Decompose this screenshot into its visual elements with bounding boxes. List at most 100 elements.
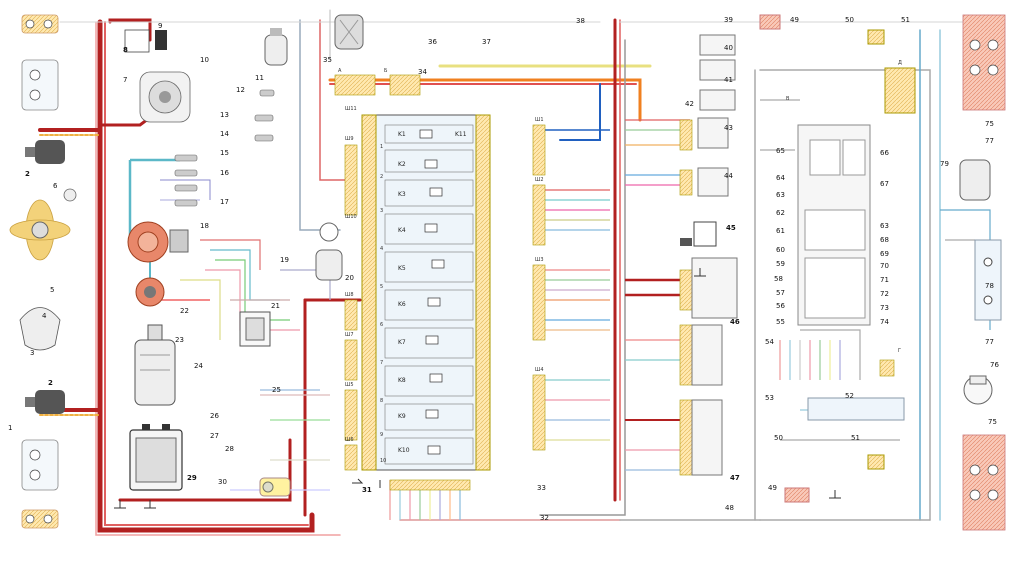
relay-k10: K10	[398, 447, 410, 454]
conn-sh11: Ш11	[345, 106, 357, 112]
label-19: 19	[280, 256, 289, 264]
label-8: 8	[123, 46, 128, 54]
fuse-pin: 2	[380, 174, 383, 180]
relay-k9: K9	[398, 413, 406, 420]
battery	[129, 424, 183, 491]
instrument-cluster	[797, 124, 871, 326]
relay-k8: K8	[398, 377, 406, 384]
component-numbers: 1 2 2 3 4 5 6 7 8 9 10 11 12 13 14 15 16…	[8, 16, 999, 522]
label-25: 25	[272, 386, 281, 394]
label-23: 23	[175, 336, 184, 344]
conn-sh4: Ш4	[535, 367, 544, 373]
fuse-relay-block: K1 K2 K3 K4 K5 K6 K7 K8 K9 K10 K11 1 2 3…	[334, 74, 491, 491]
relay-k7: K7	[398, 339, 406, 346]
label-37: 37	[482, 38, 491, 46]
label-76: 76	[990, 361, 999, 369]
label-2b: 2	[48, 379, 53, 387]
horn-relay-top	[25, 140, 77, 202]
conn-sh5: Ш5	[345, 382, 354, 388]
fuse-pin: 1	[380, 144, 383, 150]
label-74: 74	[880, 318, 889, 326]
label-10: 10	[200, 56, 209, 64]
fuse-pin: 9	[380, 432, 383, 438]
label-38: 38	[576, 17, 585, 25]
label-7: 7	[123, 76, 127, 84]
label-46: 46	[730, 318, 740, 326]
relay-k3: K3	[398, 191, 406, 198]
label-40: 40	[724, 44, 733, 52]
label-32: 32	[540, 514, 549, 522]
label-60: 60	[776, 246, 785, 254]
ground-symbols	[114, 268, 841, 509]
fuse-pin: 5	[380, 284, 383, 290]
relay-k11: K11	[455, 131, 467, 138]
fuse-pin: 3	[380, 208, 383, 214]
label-66: 66	[880, 149, 889, 157]
label-48: 48	[725, 504, 734, 512]
label-14: 14	[220, 130, 229, 138]
conn-sh7: Ш7	[345, 332, 354, 338]
label-42: 42	[685, 100, 694, 108]
label-77a: 77	[985, 137, 994, 145]
label-22: 22	[180, 307, 189, 315]
horn-relay-bottom	[25, 390, 65, 414]
label-68: 68	[880, 236, 889, 244]
label-41: 41	[724, 76, 733, 84]
label-51b: 51	[851, 434, 860, 442]
label-21: 21	[271, 302, 280, 310]
relay-k4: K4	[398, 227, 406, 234]
conn-v: В	[786, 96, 790, 102]
label-50b: 50	[774, 434, 783, 442]
fuse-pin: 10	[380, 458, 386, 464]
label-78: 78	[985, 282, 994, 290]
label-35: 35	[323, 56, 332, 64]
conn-g: Г	[898, 348, 901, 354]
label-1: 1	[8, 424, 12, 432]
label-64: 64	[776, 174, 785, 182]
label-17: 17	[220, 198, 229, 206]
fuel-gauge-sender	[963, 375, 993, 405]
label-4: 4	[42, 312, 47, 320]
harness-connectors	[532, 119, 895, 476]
connector-labels: Ш1 Ш2 Ш3 Ш4 Ш5 Ш6 Ш7 Ш8 Ш9 Ш10 Ш11 A Б В…	[338, 60, 902, 443]
fuse-pin: 6	[380, 322, 383, 328]
label-39: 39	[724, 16, 733, 24]
label-58: 58	[774, 275, 783, 283]
label-57: 57	[776, 289, 785, 297]
ignition-module	[239, 311, 271, 347]
coolant-sensor	[259, 477, 291, 497]
label-5: 5	[50, 286, 54, 294]
relay-k2: K2	[398, 161, 406, 168]
heater-fan	[334, 14, 364, 50]
label-33: 33	[537, 484, 546, 492]
fuse-pin: 8	[380, 398, 383, 404]
label-3: 3	[30, 349, 34, 357]
label-71: 71	[880, 276, 889, 284]
label-62: 62	[776, 209, 785, 217]
label-28: 28	[225, 445, 234, 453]
relay-k6: K6	[398, 301, 406, 308]
label-43: 43	[724, 124, 733, 132]
label-34: 34	[418, 68, 427, 76]
label-18: 18	[200, 222, 209, 230]
conn-a: A	[338, 68, 342, 74]
label-79: 79	[940, 160, 949, 168]
starter	[134, 324, 176, 406]
license-lights	[759, 14, 885, 503]
horn	[19, 307, 61, 351]
label-69: 69	[880, 250, 889, 258]
fan	[9, 199, 71, 261]
label-13: 13	[220, 111, 229, 119]
label-55: 55	[776, 318, 785, 326]
headlight-top	[21, 14, 59, 111]
conn-sh3: Ш3	[535, 257, 544, 263]
alternator	[124, 29, 191, 123]
rear-lights	[962, 14, 1006, 531]
label-45: 45	[726, 224, 736, 232]
label-15: 15	[220, 149, 229, 157]
label-67: 67	[880, 180, 889, 188]
label-54: 54	[765, 338, 774, 346]
label-12: 12	[236, 86, 245, 94]
conn-sh2: Ш2	[535, 177, 544, 183]
label-75b: 75	[988, 418, 997, 426]
